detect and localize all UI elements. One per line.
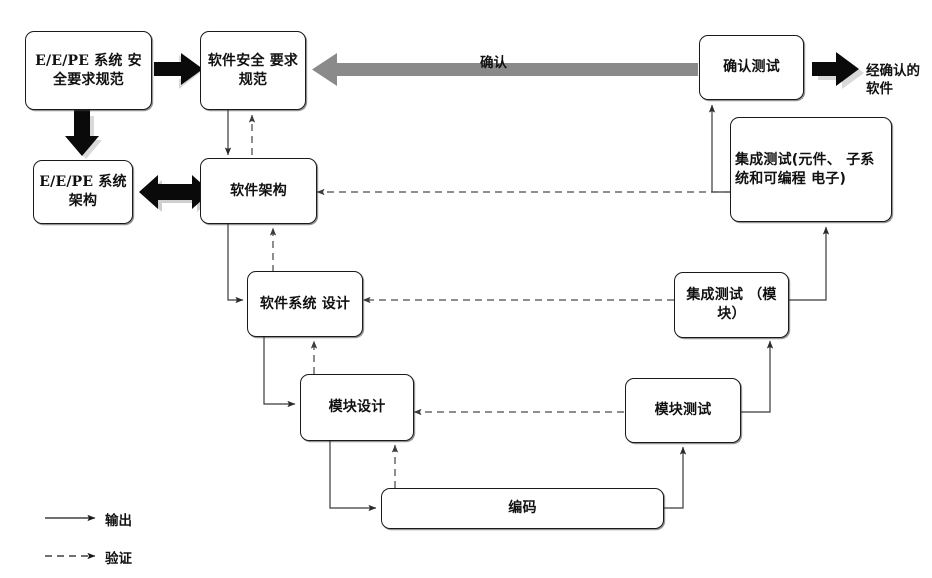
block-arrow-validation-feedback	[312, 53, 698, 86]
edge-moduledesign-to-coding	[329, 440, 377, 512]
label-text: 确认	[480, 55, 507, 72]
node-software-architecture[interactable]: 软件架构	[200, 158, 317, 224]
node-label: 模块设计	[328, 399, 386, 416]
block-arrow-eepereq-to-eepearch	[65, 110, 102, 159]
block-arrow-eepearch-to-swarch	[139, 175, 215, 212]
node-module-design[interactable]: 模块设计	[300, 374, 414, 441]
node-integration-test-module[interactable]: 集成测试 （模块）	[674, 272, 789, 338]
legend-output-label: 输出	[105, 509, 132, 529]
validated-software-label: 经确认的 软件	[866, 44, 920, 99]
node-integration-test-eepe[interactable]: 集成测试(元件、 子系统和可编程 电子)	[730, 117, 892, 222]
node-label: 模块测试	[654, 402, 712, 419]
validation-flow-label: 确认	[480, 36, 507, 72]
node-label: 软件系统 设计	[259, 295, 351, 312]
node-label: 集成测试 （模块）	[686, 287, 777, 322]
legend-text: 验证	[105, 551, 132, 567]
node-label: 编码	[508, 500, 537, 517]
edge-sysdesign-to-moduledesign	[263, 336, 296, 408]
node-label: 软件安全 要求规范	[207, 52, 299, 88]
edge-integrationmodule-to-integrationeepe	[788, 226, 830, 301]
node-eepe-safety-requirements[interactable]: E/E/PE 系统 安全要求规范	[25, 31, 152, 110]
edge-moduletest-to-integrationmodule	[740, 340, 774, 413]
block-arrow-eepereq-to-swreq	[154, 53, 203, 89]
legend-verification-label: 验证	[105, 547, 132, 567]
legend-text: 输出	[105, 513, 132, 529]
edge-coding-to-moduletest	[663, 446, 687, 509]
node-label: 集成测试(元件、 子系统和可编程 电子)	[735, 151, 875, 187]
node-label: 确认测试	[723, 59, 780, 76]
edge-swarch-to-sysdesign	[227, 223, 244, 304]
solid-output-connectors	[224, 104, 830, 512]
node-label: E/E/PE 系统架构	[39, 174, 127, 209]
node-software-safety-requirements[interactable]: 软件安全 要求规范	[200, 31, 306, 110]
block-arrow-validated-software	[812, 52, 864, 89]
node-label: 软件架构	[230, 182, 287, 199]
node-validation-test[interactable]: 确认测试	[699, 35, 804, 100]
dashed-verification-connectors	[248, 114, 730, 488]
node-coding[interactable]: 编码	[381, 488, 664, 529]
node-eepe-architecture[interactable]: E/E/PE 系统架构	[33, 160, 133, 224]
edge-integrationeepe-to-validationtest	[708, 104, 732, 193]
node-label: E/E/PE 系统 安全要求规范	[35, 52, 142, 88]
node-software-system-design[interactable]: 软件系统 设计	[247, 271, 363, 337]
node-module-test[interactable]: 模块测试	[625, 378, 741, 443]
label-text: 经确认的 软件	[866, 63, 920, 98]
